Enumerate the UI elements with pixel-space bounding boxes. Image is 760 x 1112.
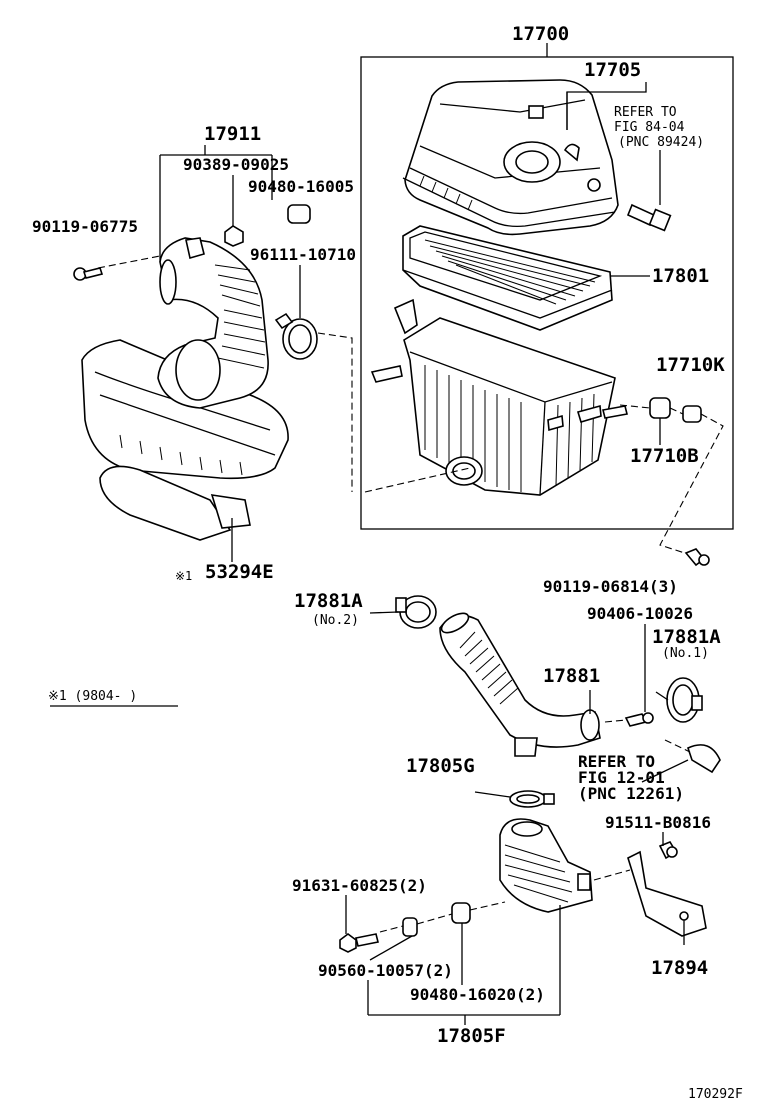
label-17881A-no1: 17881A — [652, 626, 721, 648]
hose-clamp-17881A-no2 — [395, 595, 437, 629]
label-91511-B0816: 91511-B0816 — [605, 813, 711, 832]
label-90389-09025: 90389-09025 — [183, 155, 289, 174]
label-90480-16005: 90480-16005 — [248, 177, 354, 196]
refer-84-04-line3: (PNC 89424) — [618, 135, 704, 150]
bolt-91631-60825 — [339, 895, 379, 953]
hose-clamp-17805G — [509, 790, 555, 808]
bolt-90406-10026 — [624, 624, 654, 727]
label-17801: 17801 — [652, 265, 709, 287]
label-17894: 17894 — [651, 957, 708, 979]
clip-90389-09025 — [224, 175, 244, 247]
label-17710B: 17710B — [630, 445, 699, 467]
label-90406-10026: 90406-10026 — [587, 604, 693, 623]
refer-84-04-line2: FIG 84-04 — [614, 120, 685, 135]
label-91631-60825: 91631-60825(2) — [292, 876, 427, 895]
figure-code: 170292F — [688, 1087, 743, 1102]
label-17881A-no2: 17881A — [294, 590, 363, 612]
refer-12-01-line1: REFER TO — [578, 752, 655, 771]
hose-clamp-96111 — [274, 265, 318, 360]
label-17805G: 17805G — [406, 755, 475, 777]
sensor-plug — [626, 150, 672, 232]
resonator-17805F — [499, 818, 593, 913]
label-17911: 17911 — [204, 123, 261, 145]
washer-90560-10057 — [402, 917, 418, 937]
grommet-17710K — [682, 405, 702, 423]
cushion-90480-16005 — [271, 155, 311, 224]
label-96111-10710: 96111-10710 — [250, 245, 356, 264]
bolt-90119-06814 — [684, 548, 710, 567]
label-90119-06775: 90119-06775 — [32, 217, 138, 236]
filter-element — [402, 225, 613, 331]
air-hose-17881 — [439, 612, 601, 757]
label-17700: 17700 — [512, 23, 569, 45]
bolt-90119-06775 — [73, 267, 104, 281]
label-17710K: 17710K — [656, 354, 725, 376]
refer-12-01-line3: (PNC 12261) — [578, 784, 684, 803]
label-90560-10057: 90560-10057(2) — [318, 961, 453, 980]
cushion-90480-16020 — [451, 902, 471, 924]
label-90119-06814: 90119-06814(3) — [543, 577, 678, 596]
intake-resonator — [81, 339, 289, 541]
refer-12-01-line2: FIG 12-01 — [578, 768, 665, 787]
label-17705: 17705 — [584, 59, 641, 81]
note-no2: (No.2) — [312, 613, 359, 628]
refer-84-04-line1: REFER TO — [614, 105, 677, 120]
intake-connector-hose — [157, 155, 269, 409]
label-17881: 17881 — [543, 665, 600, 687]
label-53294E: 53294E — [205, 561, 274, 583]
bracket-17894 — [627, 850, 707, 945]
label-17805F: 17805F — [437, 1025, 506, 1047]
air-cleaner-case — [370, 298, 628, 496]
footnote-date: ※1 (9804- ) — [48, 689, 137, 704]
bolt-91511-B0816 — [658, 832, 678, 860]
hose-clamp-17881A-no1 — [666, 677, 703, 723]
label-90480-16020: 90480-16020(2) — [410, 985, 545, 1004]
mark-1: ※1 — [175, 569, 192, 583]
air-cleaner-cap — [402, 79, 619, 236]
note-no1: (No.1) — [662, 646, 709, 661]
grommet-17710B — [649, 397, 671, 419]
